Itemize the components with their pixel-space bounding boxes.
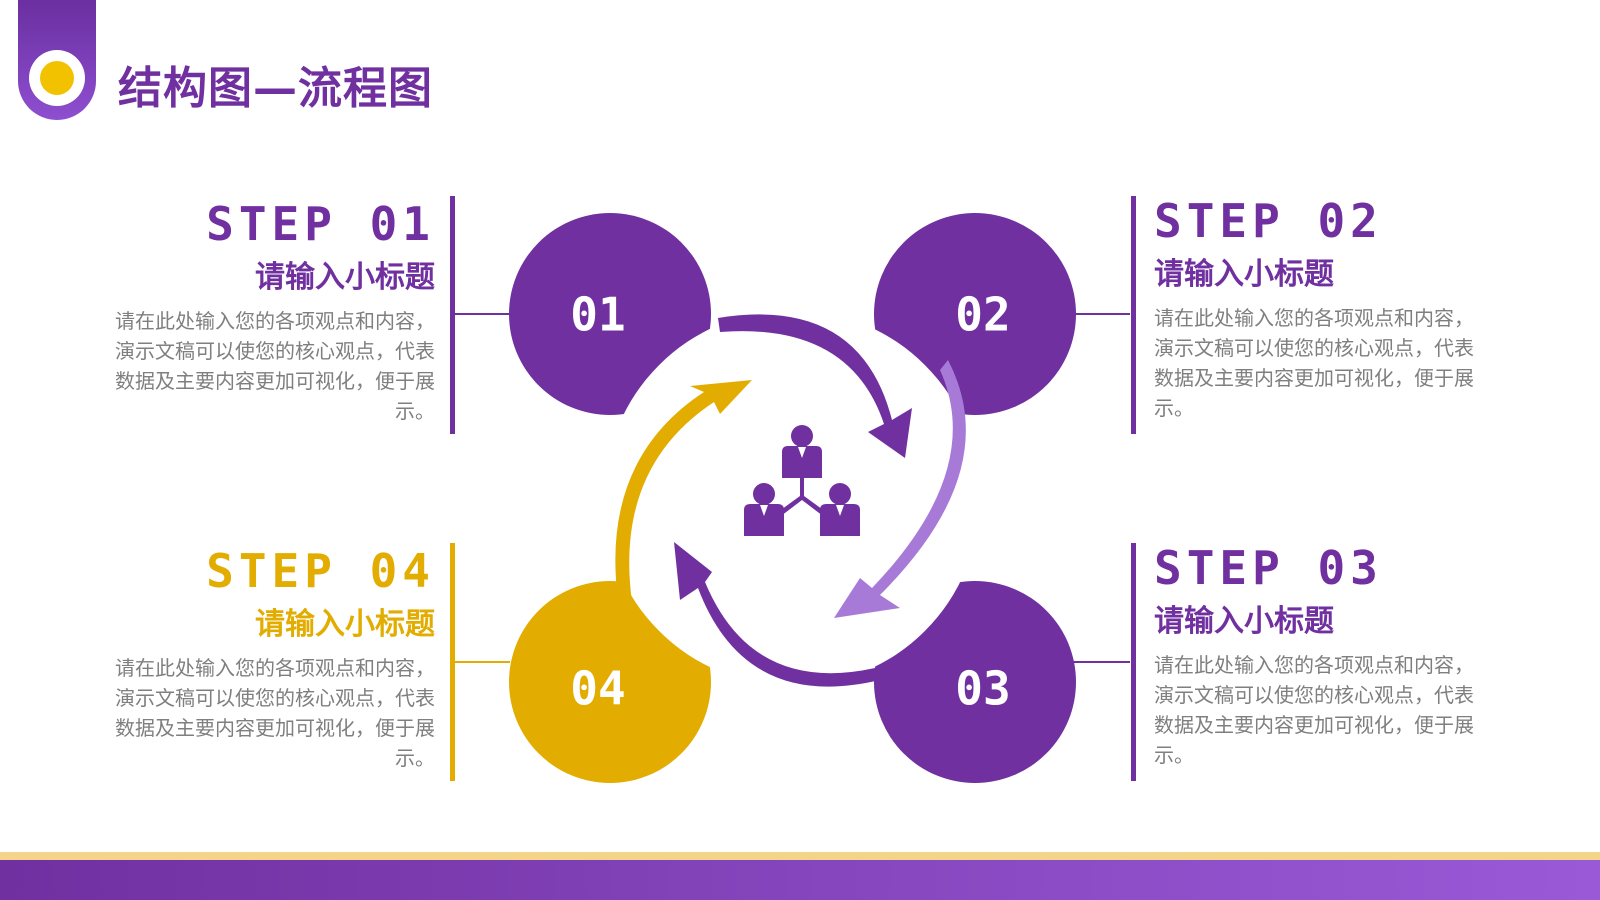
step-body-02: 请在此处输入您的各项观点和内容，演示文稿可以使您的核心观点，代表数据及主要内容更…: [1154, 306, 1474, 420]
step-subtitle-04: 请输入小标题: [255, 607, 435, 642]
step-label-03: STEP 03: [1154, 541, 1383, 595]
step-label-04: STEP 04: [206, 544, 435, 598]
step-label-02: STEP 02: [1154, 194, 1383, 248]
step-04-bar: [450, 543, 455, 781]
cycle-arrow-top: [718, 314, 912, 458]
cycle-arrow-right: [834, 360, 966, 618]
step-number-03: 03: [955, 662, 1010, 716]
step-number-02: 02: [955, 288, 1010, 342]
step-subtitle-03: 请输入小标题: [1154, 604, 1334, 639]
header-dot-icon: [40, 61, 74, 95]
step-block-04: STEP 04 请输入小标题 请在此处输入您的各项观点和内容，演示文稿可以使您的…: [115, 543, 435, 773]
page-title: 结构图—流程图: [118, 63, 433, 114]
step-body-04: 请在此处输入您的各项观点和内容，演示文稿可以使您的核心观点，代表数据及主要内容更…: [115, 656, 435, 770]
people-icon-collars: [760, 447, 844, 516]
step-number-01: 01: [570, 288, 625, 342]
org-chart-people-icon: [744, 425, 860, 536]
step-body-03: 请在此处输入您的各项观点和内容，演示文稿可以使您的核心观点，代表数据及主要内容更…: [1154, 653, 1474, 767]
step-block-02: STEP 02 请输入小标题 请在此处输入您的各项观点和内容，演示文稿可以使您的…: [1154, 193, 1474, 423]
step-02-bar: [1131, 196, 1136, 434]
step-circle-02: [874, 213, 1076, 415]
step-block-01: STEP 01 请输入小标题 请在此处输入您的各项观点和内容，演示文稿可以使您的…: [115, 196, 435, 426]
step-number-04: 04: [570, 662, 625, 716]
step-circle-03: [874, 581, 1076, 783]
step-03-bar: [1131, 543, 1136, 781]
bottom-purple-band: [0, 860, 1600, 900]
step-block-03: STEP 03 请输入小标题 请在此处输入您的各项观点和内容，演示文稿可以使您的…: [1154, 540, 1474, 770]
step-label-01: STEP 01: [206, 197, 435, 251]
cycle-arrow-bottom: [674, 542, 880, 687]
step-01-bar: [450, 196, 455, 434]
cycle-arrow-left: [615, 380, 752, 602]
bottom-gold-band: [0, 852, 1600, 860]
center-disk: [604, 310, 980, 686]
step-body-01: 请在此处输入您的各项观点和内容，演示文稿可以使您的核心观点，代表数据及主要内容更…: [115, 309, 435, 423]
step-subtitle-02: 请输入小标题: [1154, 257, 1334, 292]
step-subtitle-01: 请输入小标题: [255, 260, 435, 295]
